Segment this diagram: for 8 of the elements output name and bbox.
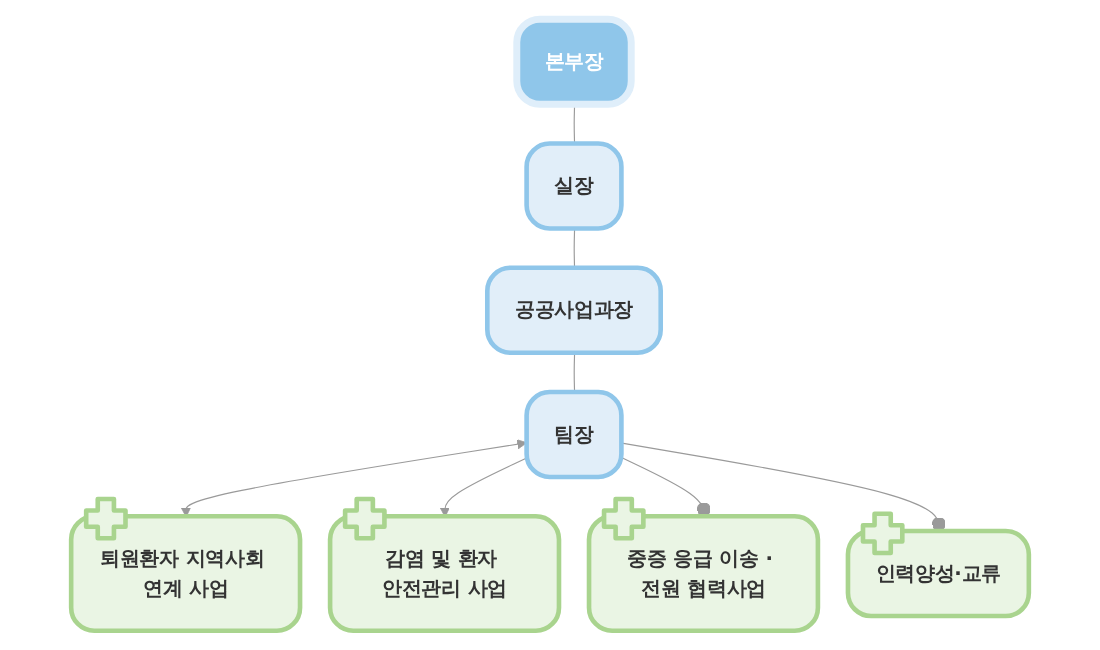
node-box: 퇴원환자 지역사회 연계 사업 xyxy=(68,514,303,634)
node-box: 본부장 xyxy=(513,15,635,108)
node-box: 팀장 xyxy=(524,389,624,480)
node-box: 감염 및 환자 안전관리 사업 xyxy=(327,514,562,634)
node-box: 인력양성·교류 xyxy=(845,528,1032,619)
node-box: 실장 xyxy=(524,141,624,231)
node-box: 중증 응급 이송 · 전원 협력사업 xyxy=(586,514,821,634)
node-box: 공공사업과장 xyxy=(485,265,663,356)
